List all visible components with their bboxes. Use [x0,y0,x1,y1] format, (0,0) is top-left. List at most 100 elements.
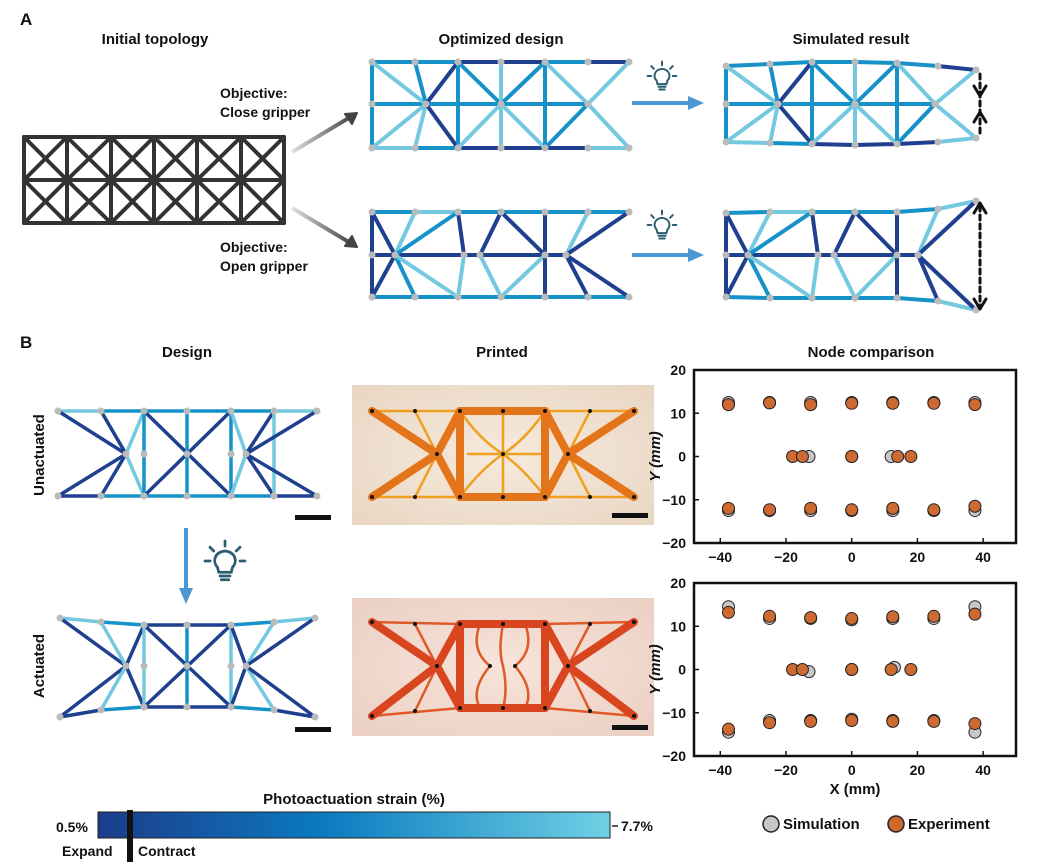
point-experiment [804,501,818,515]
y-axis-title: Y (mm) [647,431,664,482]
scale-bar [295,515,331,520]
scale-bar [295,727,331,732]
point-experiment [804,398,818,412]
y-tick-label: 20 [670,575,686,591]
panel-b-label: B [20,333,32,352]
optimized-design-open [368,208,633,301]
y-tick-label: −10 [662,492,686,508]
point-experiment [804,611,818,625]
y-tick-label: −10 [662,705,686,721]
node-dots [54,407,321,500]
simulated-result-open [722,197,988,314]
x-tick-label: 0 [848,549,856,565]
point-experiment [845,503,859,517]
point-experiment [904,450,918,463]
point-experiment [886,396,900,410]
design-unactuated [54,407,321,500]
gap-indicator-closing [972,72,988,136]
arrow-icon-activation-open [632,248,704,262]
node-dots [722,58,980,149]
scale-bar [612,513,648,518]
x-tick-label: −40 [708,762,732,778]
node-dots [56,614,319,721]
colorbar-contract-label: Contract [138,843,196,859]
legend: Simulation Experiment [762,815,990,833]
arrow-icon-activation-close [632,96,704,110]
point-experiment [845,450,859,463]
colorbar-zero-marker [127,810,133,862]
printed-photo-unactuated [352,385,654,525]
point-experiment [927,714,941,728]
x-tick-label: −40 [708,549,732,565]
y-axis-title: Y (mm) [647,644,664,695]
point-experiment [927,396,941,410]
point-experiment [722,722,735,736]
point-experiment [886,610,900,624]
point-experiment [795,450,809,463]
point-experiment [927,609,941,623]
point-experiment [845,663,859,676]
point-experiment [763,503,777,517]
y-tick-label: 10 [670,405,686,421]
point-experiment [884,663,898,676]
point-experiment [968,398,982,412]
simulated-result-close [722,58,988,149]
colorbar-title: Photoactuation strain (%) [263,791,445,808]
point-experiment [968,499,982,513]
point-experiment [904,663,918,676]
printed-photo-actuated [352,598,654,736]
x-tick-label: −20 [774,549,798,565]
title-initial-topology: Initial topology [102,31,209,48]
arrow-icon-to-close-design [290,112,358,154]
colorbar-gradient [97,811,611,839]
arrow-icon-actuation [179,528,193,604]
arrow-icon-to-open-design [290,206,358,248]
title-printed: Printed [476,344,528,361]
objective-close-line2: Close gripper [220,104,311,120]
point-experiment [886,714,900,728]
x-tick-label: 40 [975,549,991,565]
y-tick-label: 0 [678,662,686,678]
point-experiment [891,450,905,463]
objective-close-line1: Objective: [220,85,288,101]
initial-topology-lattice [22,135,286,225]
scale-bar [612,725,648,730]
x-axis-title: X (mm) [830,781,881,798]
y-tick-label: 20 [670,362,686,378]
point-experiment [845,611,859,625]
node-dots [368,208,633,301]
objective-open-line1: Objective: [220,239,288,255]
legend-marker-experiment [887,815,905,833]
title-node-comparison: Node comparison [808,344,935,361]
x-tick-label: 0 [848,762,856,778]
point-experiment [763,396,777,410]
point-experiment [968,607,982,621]
legend-marker-simulation [762,815,780,833]
colorbar-max-label: 7.7% [621,818,653,834]
design-actuated [56,614,319,721]
point-experiment [845,714,859,728]
point-experiment [845,396,859,410]
point-experiment [927,503,941,517]
colorbar-min-label: 0.5% [56,819,88,835]
title-optimized-design: Optimized design [438,31,563,48]
optimized-design-close [368,58,633,152]
row-label-unactuated: Unactuated [31,414,48,496]
point-experiment [722,501,735,515]
point-experiment [722,398,735,412]
y-tick-label: 0 [678,449,686,465]
point-experiment [886,501,900,515]
title-simulated-result: Simulated result [793,31,910,48]
point-experiment [968,717,982,731]
colorbar-expand-label: Expand [62,843,113,859]
point-experiment [763,609,777,623]
lightbulb-icon [203,539,247,582]
x-tick-label: 20 [910,549,926,565]
point-experiment [763,716,777,730]
node-dots [722,197,980,314]
point-experiment [722,605,735,619]
